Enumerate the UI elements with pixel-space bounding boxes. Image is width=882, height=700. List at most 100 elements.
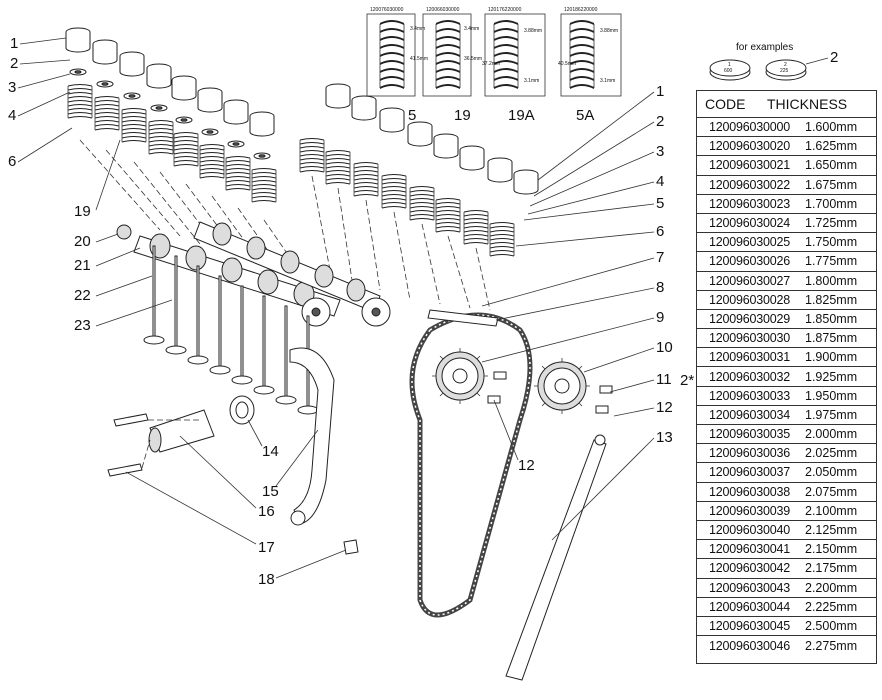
callout-label: 11 <box>656 371 672 388</box>
spring-dimension: 40.5mm <box>558 61 576 67</box>
part-code-cell: 120096030040 <box>709 523 791 538</box>
callout-label: 1 <box>656 83 664 100</box>
callout-label: 14 <box>262 443 279 460</box>
callout-label: 4 <box>656 173 664 190</box>
thickness-cell: 2.175mm <box>805 561 858 576</box>
thickness-cell: 1.750mm <box>805 235 858 250</box>
shim-callout: 2 <box>830 49 838 66</box>
spring-part-number: 120076030000 <box>370 7 404 13</box>
part-code-cell: 120096030021 <box>709 158 791 173</box>
sprocket-bolts <box>487 371 613 414</box>
spring-part-number: 120176220000 <box>488 7 522 13</box>
thickness-cell: 1.600mm <box>805 120 858 135</box>
part-code-cell: 120096030022 <box>709 177 791 192</box>
thickness-cell: 2.500mm <box>805 618 858 633</box>
spring-variant-label: 5A <box>576 107 594 124</box>
table-row: 120096030039 2.100mm <box>697 502 876 521</box>
spring-dimension: 3.88mm <box>600 28 618 34</box>
callout-label: 17 <box>258 539 275 556</box>
thickness-cell: 2.150mm <box>805 542 858 557</box>
thickness-cell: 2.275mm <box>805 638 858 653</box>
spring-part-number: 120186220000 <box>564 7 598 13</box>
part-code-cell: 120096030033 <box>709 388 791 403</box>
callout-label: 23 <box>74 317 91 334</box>
part-code-cell: 120096030046 <box>709 638 791 653</box>
shim-examples: 1 600 2 225 2 <box>709 49 838 81</box>
callout-label: 3 <box>656 143 664 160</box>
exhaust-camshaft <box>193 221 391 327</box>
thickness-cell: 2.100mm <box>805 503 858 518</box>
callout-label: 8 <box>656 279 664 296</box>
svg-text:225: 225 <box>780 68 789 74</box>
callout-label: 12 <box>656 399 673 416</box>
spring-variant-19a: 120176220000 37.2mm 3.1mm 3.88mm 19A <box>482 7 546 124</box>
callout-label: 4 <box>8 107 16 124</box>
part-code-cell: 120096030034 <box>709 407 791 422</box>
thickness-cell: 1.675mm <box>805 177 858 192</box>
examples-label: for examples <box>736 42 794 53</box>
table-row: 120096030027 1.800mm <box>697 272 876 291</box>
spring-part-number: 120066030000 <box>426 7 460 13</box>
spring-dimension: 41.5mm <box>410 56 428 62</box>
callout-label: 6 <box>8 153 16 170</box>
intake-sprocket <box>431 347 489 405</box>
table-row: 120096030021 1.650mm <box>697 156 876 176</box>
svg-text:2: 2 <box>784 62 787 68</box>
spring-variant-label: 19 <box>454 107 471 124</box>
svg-text:600: 600 <box>724 68 733 74</box>
part-code-cell: 120096030024 <box>709 216 791 231</box>
guide-pin <box>343 539 359 555</box>
chain-guide-bar <box>505 439 607 681</box>
table-row: 120096030022 1.675mm <box>697 176 876 195</box>
part-code-cell: 120096030044 <box>709 599 791 614</box>
part-code-cell: 120096030029 <box>709 311 791 326</box>
right-callouts: 1 2 3 4 5 6 7 8 9 10 11 12 12 13 <box>481 83 673 541</box>
callout-label: 16 <box>258 503 275 520</box>
thickness-cell: 1.850mm <box>805 311 858 326</box>
callout-label: 1 <box>10 35 18 52</box>
callout-label: 18 <box>258 571 275 588</box>
part-code-cell: 120096030026 <box>709 254 791 269</box>
spring-dimension: 3.1mm <box>524 78 539 84</box>
thickness-cell: 1.700mm <box>805 196 858 211</box>
intake-camshaft <box>133 233 341 327</box>
column-header-code: CODE <box>705 96 746 112</box>
callout-label: 6 <box>656 223 664 240</box>
spring-dimension: 3.4mm <box>464 26 479 32</box>
part-code-cell: 120096030028 <box>709 292 791 307</box>
part-code-cell: 120096030025 <box>709 235 791 250</box>
callout-label: 3 <box>8 79 16 96</box>
spring-dimension: 3.4mm <box>410 26 425 32</box>
part-code-cell: 120096030032 <box>709 369 791 384</box>
spring-variant-5a: 120186220000 40.5mm 3.1mm 3.88mm 5A <box>558 7 622 124</box>
part-code-cell: 120096030043 <box>709 580 791 595</box>
table-row: 120096030025 1.750mm <box>697 233 876 253</box>
part-code-cell: 120096030030 <box>709 331 791 346</box>
column-header-thickness: THICKNESS <box>767 96 848 112</box>
thickness-cell: 1.800mm <box>805 273 858 288</box>
callout-label: 19 <box>74 203 91 220</box>
exhaust-bucket-row <box>325 83 539 195</box>
shim-disc: 1 600 <box>709 59 751 81</box>
part-code-cell: 120096030027 <box>709 273 791 288</box>
spring-variant-19: 120066030000 36.5mm 3.4mm 19 <box>422 7 482 124</box>
thickness-cell: 1.650mm <box>805 158 858 173</box>
part-code-cell: 120096030039 <box>709 503 791 518</box>
